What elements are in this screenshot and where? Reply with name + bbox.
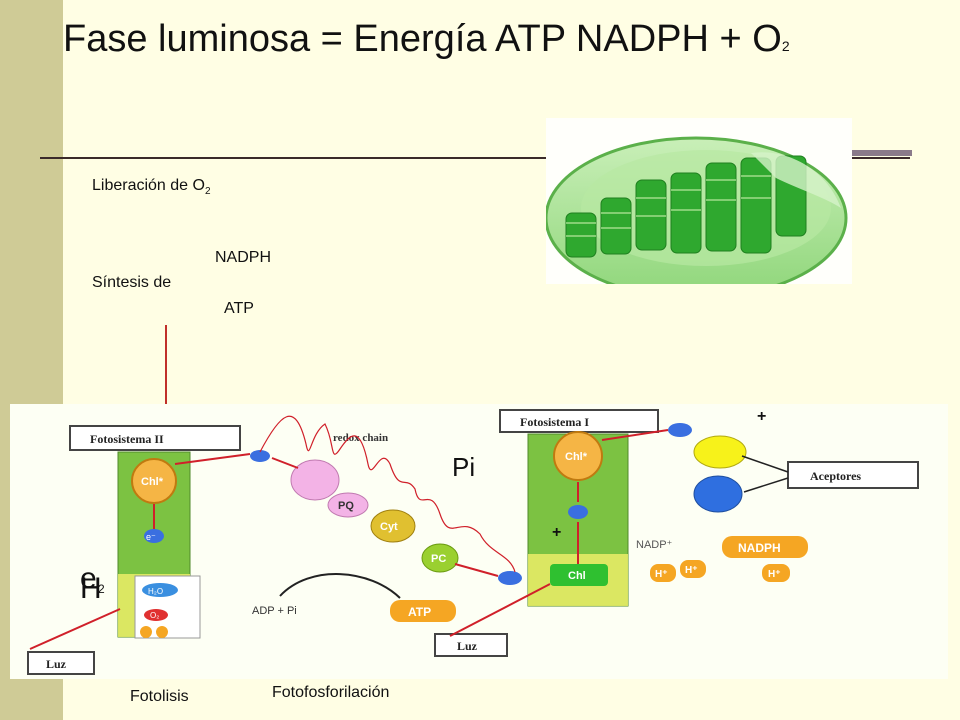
pq-carrier — [327, 492, 369, 518]
hand-drawn-loops — [259, 415, 516, 573]
ps1-label: Fotosistema I — [520, 415, 589, 429]
electron-transport-svg: Fotosistema II Chl* e⁻ redox chain PQ Cy… — [27, 409, 919, 675]
ps1-chl — [550, 564, 608, 586]
sintesis-label: Síntesis de — [92, 274, 172, 291]
svg-text:Chl: Chl — [568, 570, 586, 582]
atp-pill — [390, 600, 456, 622]
ps2-box — [69, 425, 241, 451]
adp-pi-label: ADP + Pi — [252, 605, 297, 617]
pc-carrier — [421, 543, 459, 573]
slide-title: Fase luminosa = Energía ATP NADPH + O2 — [63, 18, 790, 60]
chloroplast-illustration — [544, 136, 848, 300]
ps1-chl-star — [553, 431, 603, 481]
ps2-chl-star-label: Chl* — [141, 476, 164, 488]
svg-text:H₂O: H₂O — [148, 587, 163, 596]
svg-text:PQ: PQ — [338, 500, 354, 512]
svg-text:H⁺: H⁺ — [685, 565, 698, 576]
nadph-pill — [722, 536, 808, 558]
fotolisis-label: Fotolisis — [130, 688, 189, 705]
svg-text:Chl*: Chl* — [565, 451, 588, 463]
electron-flow-arrows — [29, 429, 669, 650]
light-phase-diagram: Fotosistema II Chl* e⁻ redox chain PQ Cy… — [10, 404, 948, 679]
pink-carrier — [290, 459, 340, 501]
liberacion-label: Liberación de O2 — [92, 177, 211, 198]
nadp-plus-label: NADP⁺ — [636, 539, 673, 551]
cyt-carrier — [370, 509, 416, 543]
redox-chain-label: redox chain — [333, 432, 388, 444]
pointer-arrow-line — [165, 325, 167, 415]
left-glyph-e: e — [80, 562, 97, 595]
svg-text:H⁺: H⁺ — [655, 569, 668, 580]
left-glyph-h: H — [80, 572, 102, 605]
svg-text:Luz: Luz — [457, 639, 478, 653]
atp-label: ATP — [224, 300, 254, 317]
luz-box-right — [434, 633, 508, 657]
title-underline — [40, 157, 910, 159]
pi-label: Pi — [452, 452, 476, 482]
fotofosforilacion-label: Fotofosforilación — [272, 684, 390, 701]
svg-text:Cyt: Cyt — [380, 521, 398, 533]
svg-text:H⁺: H⁺ — [768, 569, 781, 580]
nadph-label: NADPH — [215, 249, 272, 266]
svg-text:O₂: O₂ — [150, 611, 159, 620]
svg-text:PC: PC — [431, 553, 446, 565]
plus-mid: + — [552, 524, 562, 541]
ps2-electron — [144, 529, 164, 543]
svg-text:Luz: Luz — [46, 657, 67, 671]
chloroplast-image — [544, 118, 852, 300]
atp-pill-label: ATP — [408, 605, 431, 619]
acceptor-blue — [693, 475, 743, 513]
ps2-electron-label: e⁻ — [146, 532, 156, 542]
nadph-pill-label: NADPH — [738, 541, 781, 555]
title-underline-accent — [850, 150, 912, 156]
aceptores-box — [787, 461, 919, 489]
luz-box-left — [27, 651, 95, 675]
ps2-label: Fotosistema II — [90, 432, 164, 446]
plus-top: + — [757, 408, 767, 425]
acceptor-yellow — [693, 435, 747, 469]
aceptores-label: Aceptores — [810, 469, 861, 483]
ps2-chl-star — [131, 458, 177, 504]
left-glyph-sub: 2 — [98, 582, 105, 596]
